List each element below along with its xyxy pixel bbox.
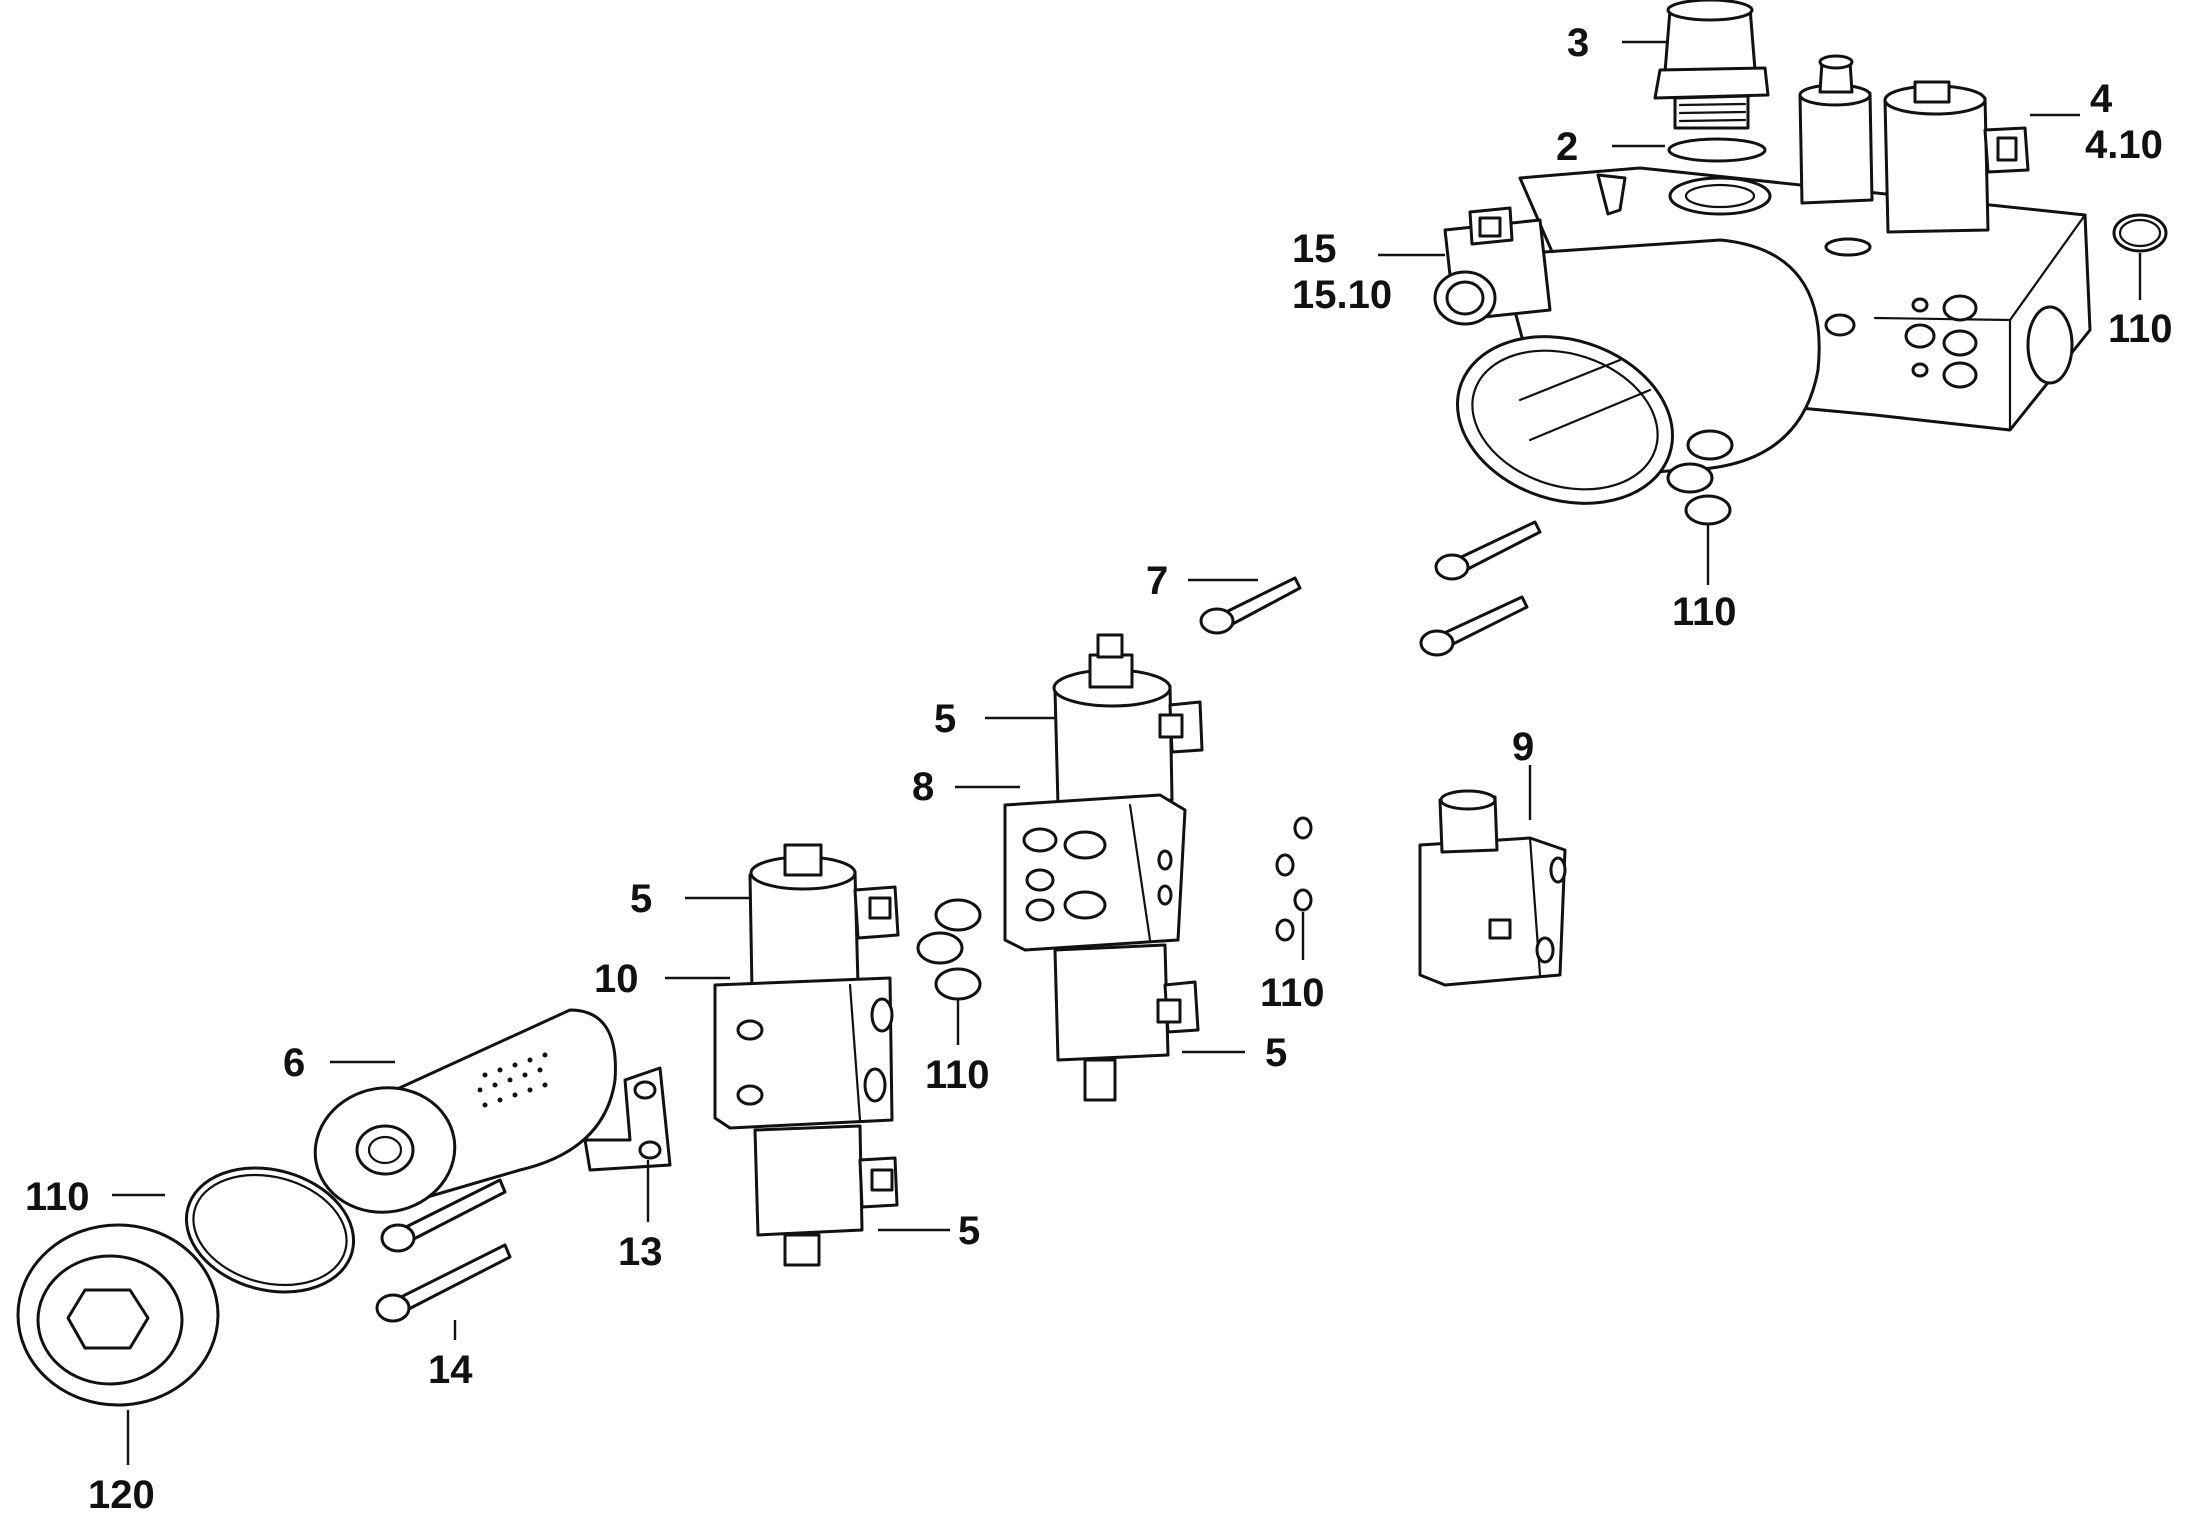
valve-assembly-10 xyxy=(713,843,900,1267)
callout-9: 9 xyxy=(1512,725,1534,769)
fitting-part-3 xyxy=(1653,0,1770,130)
solenoid-part-15 xyxy=(1433,206,1552,326)
callout-110-upper: 110 xyxy=(1672,590,1737,634)
callout-8: 8 xyxy=(912,765,934,809)
callout-110-center: 110 xyxy=(1260,971,1325,1015)
callout-13: 13 xyxy=(618,1230,663,1274)
callout-10: 10 xyxy=(594,957,639,1001)
seal-ring-part-2 xyxy=(1667,137,1767,163)
callout-6: 6 xyxy=(283,1041,305,1085)
o-ring-large xyxy=(184,1166,356,1294)
callout-5-left: 5 xyxy=(630,877,652,921)
solenoid-part-4 xyxy=(1883,80,2030,234)
leader-lines xyxy=(112,40,2142,1465)
bolts-upper xyxy=(1199,520,1542,657)
bracket-part-13 xyxy=(583,1066,672,1172)
callout-3: 3 xyxy=(1567,21,1589,65)
callout-110-right: 110 xyxy=(2108,307,2173,351)
callout-110-left: 110 xyxy=(25,1175,90,1219)
callout-2: 2 xyxy=(1556,125,1578,169)
callouts: 3 2 4 4.10 15 15.10 110 110 7 5 8 9 5 10… xyxy=(25,21,2173,1517)
callout-120: 120 xyxy=(88,1473,155,1517)
callout-14: 14 xyxy=(428,1348,473,1392)
valve-part-9 xyxy=(1418,789,1567,987)
callout-5-mid: 5 xyxy=(1265,1031,1287,1075)
cap-part-120 xyxy=(16,1223,220,1407)
o-rings-upper xyxy=(1666,213,2168,526)
callout-110-lower: 110 xyxy=(925,1053,990,1097)
filter-housing-cylinder xyxy=(1456,238,1821,505)
pressure-switch xyxy=(1798,54,1874,205)
callout-5-top: 5 xyxy=(934,697,956,741)
callout-7: 7 xyxy=(1146,559,1168,603)
callout-4: 4 xyxy=(2090,77,2113,121)
filter-element-part-6 xyxy=(313,1008,617,1214)
callout-4-10: 4.10 xyxy=(2085,123,2163,167)
callout-15: 15 xyxy=(1292,227,1337,271)
valve-assembly-8 xyxy=(1003,633,1204,1102)
o-rings-center xyxy=(916,816,1313,1001)
callout-5-bottom: 5 xyxy=(958,1209,980,1253)
callout-15-10: 15.10 xyxy=(1292,273,1392,317)
bolts-part-14 xyxy=(375,1178,512,1323)
